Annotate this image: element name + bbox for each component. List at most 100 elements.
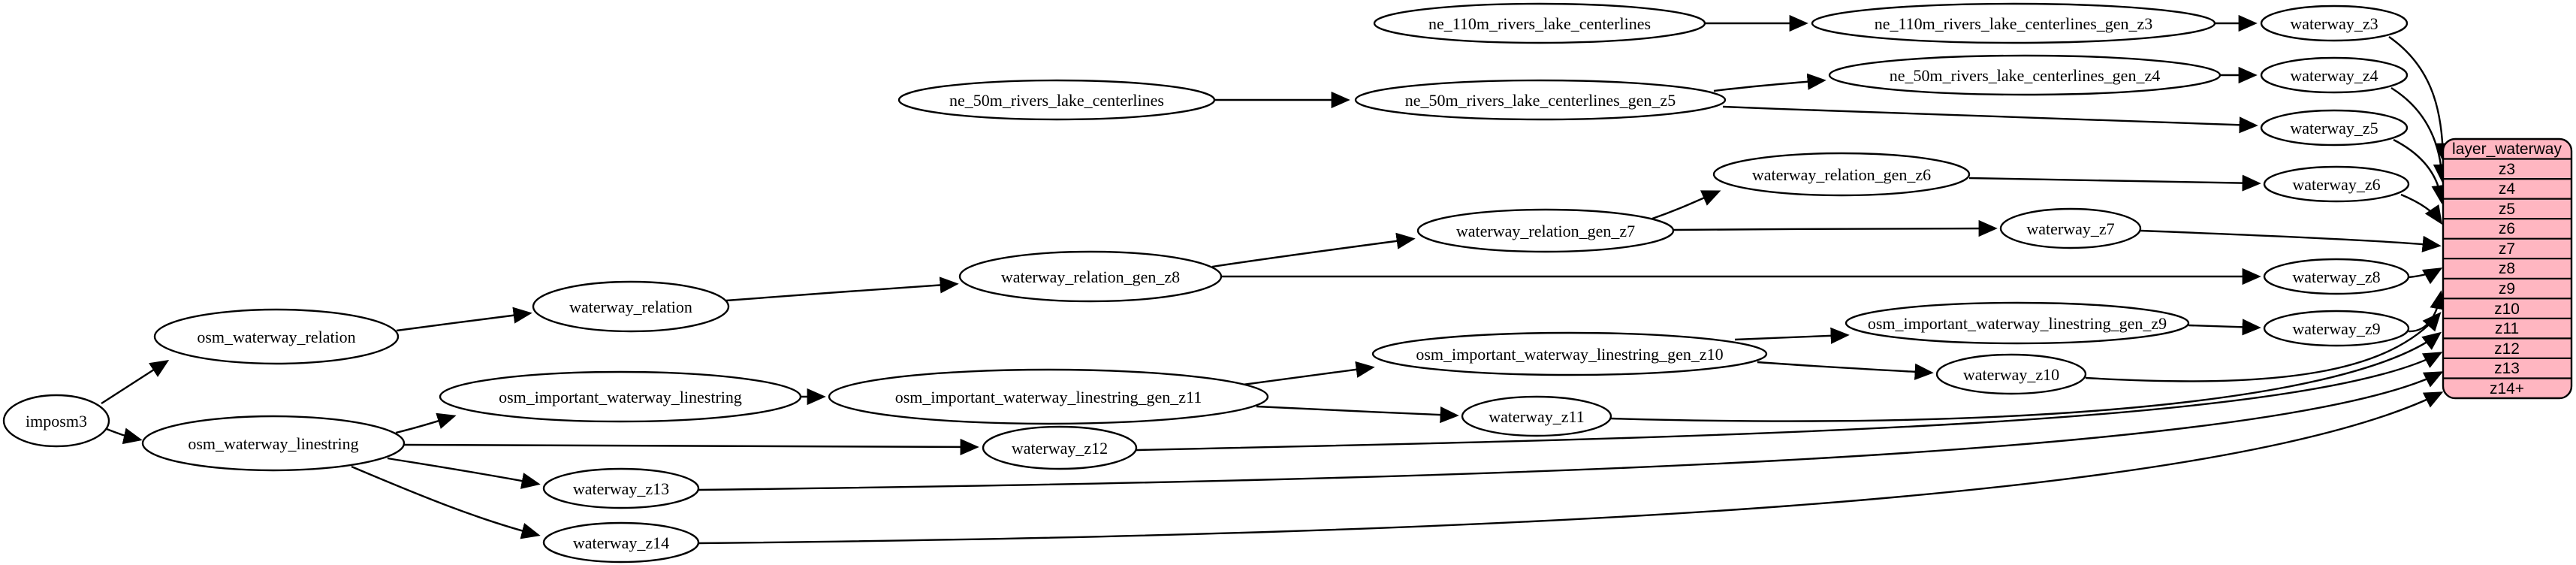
node-osm_waterway_relation-shape [153,308,400,365]
node-osm_important_waterway_linestring_gen_z9-label: osm_important_waterway_linestring_gen_z9 [1868,314,2167,333]
node-waterway_z5: waterway_z5 [2260,109,2409,147]
node-ne_110m_rivers_lake_centerlines_gen_z3: ne_110m_rivers_lake_centerlines_gen_z3 [1811,2,2216,44]
edge-waterway_z12-row_z12 [1136,352,2443,452]
node-waterway_z10-label: waterway_z10 [1963,365,2059,384]
node-waterway_relation_gen_z7-label: waterway_relation_gen_z7 [1456,222,1635,240]
edge-waterway_z10-row_z10 [2085,312,2442,382]
edge-gen_z9-waterway_z9 [2188,319,2261,336]
node-ne_50m_rivers_lake_centerlines_gen_z4: ne_50m_rivers_lake_centerlines_gen_z4 [1828,54,2222,96]
node-waterway_z12-shape [982,425,1138,470]
node-waterway_z12-label: waterway_z12 [1012,439,1108,458]
node-osm_waterway_relation-label: osm_waterway_relation [197,328,355,346]
node-waterway_relation_gen_z8-shape [958,250,1223,303]
node-waterway_z14-label: waterway_z14 [573,533,669,552]
layer-waterway-table: layer_waterway z3 z4 z5 z6 z7 z8 z9 z10 … [2442,137,2573,400]
node-waterway_z11-label: waterway_z11 [1489,407,1584,426]
node-waterway_z8-shape [2263,258,2410,295]
node-waterway_z7-label: waterway_z7 [2026,219,2114,238]
table-row-z13: z13 [2494,360,2520,377]
edge-waterway_z7-row_z7 [2140,229,2442,252]
node-osm_important_waterway_linestring-shape [439,370,802,423]
node-waterway_relation_gen_z6-label: waterway_relation_gen_z6 [1752,165,1931,184]
edge-osm_waterway_relation-waterway_relation [396,307,532,332]
edge-osm_waterway_linestring-osm_important [395,412,457,434]
node-waterway_z7: waterway_z7 [1999,207,2142,249]
node-imposm3-shape [2,394,110,448]
node-ne_50m_rivers_lake_centerlines_gen_z5-shape [1354,79,1727,121]
node-osm_important_waterway_linestring_gen_z10-label: osm_important_waterway_linestring_gen_z1… [1416,345,1723,364]
node-waterway_z13: waterway_z13 [542,467,700,509]
edge-gen_z11-gen_z10 [1242,361,1375,386]
node-osm_important_waterway_linestring_gen_z11-label: osm_important_waterway_linestring_gen_z1… [895,388,1202,406]
edge-waterway_z5-row_z5 [2393,138,2448,204]
node-ne_50m_rivers_lake_centerlines_gen_z4-shape [1828,54,2222,96]
node-osm_important_waterway_linestring_gen_z10-shape [1371,331,1768,376]
node-waterway_z4-label: waterway_z4 [2290,66,2378,85]
node-waterway_relation_gen_z7-shape [1416,208,1675,253]
node-waterway_relation_gen_z8-label: waterway_relation_gen_z8 [1001,267,1180,286]
node-ne_110m_rivers_lake_centerlines_gen_z3-label: ne_110m_rivers_lake_centerlines_gen_z3 [1875,14,2153,33]
edge-waterway_relation-gen_z8 [725,276,959,302]
edge-imposm3-osm_waterway_relation [101,359,170,405]
node-waterway_z14: waterway_z14 [542,521,700,563]
node-osm_important_waterway_linestring_gen_z11-shape [828,368,1269,425]
layer-waterway-table-body [2442,137,2573,400]
node-osm_important_waterway_linestring_gen_z9-shape [1845,301,2190,345]
node-waterway_z12: waterway_z12 [982,425,1138,470]
node-waterway_z6-shape [2263,165,2410,203]
edge-gen_z7-gen_z6 [1651,190,1721,220]
table-row-z12: z12 [2494,340,2520,358]
edge-waterway_z4-row_z4 [2390,86,2450,183]
table-row-z14plus: z14+ [2490,380,2524,397]
node-waterway_relation-shape [532,280,730,333]
node-waterway_relation_gen_z6: waterway_relation_gen_z6 [1712,152,1971,197]
node-waterway_z11-shape [1461,395,1612,437]
node-ne_50m_rivers_lake_centerlines_gen_z5: ne_50m_rivers_lake_centerlines_gen_z5 [1354,79,1727,121]
table-row-z7: z7 [2499,240,2515,258]
node-osm_important_waterway_linestring-label: osm_important_waterway_linestring [499,388,742,406]
node-waterway_z13-label: waterway_z13 [573,479,669,498]
node-waterway_z7-shape [1999,207,2142,249]
table-row-z3: z3 [2499,161,2515,178]
node-imposm3-label: imposm3 [26,412,87,431]
edge-waterway_z14-row_z14 [698,391,2444,545]
edge-gen_z5-gen_z4 [1713,73,1826,92]
node-waterway_z4: waterway_z4 [2260,56,2409,94]
node-osm_waterway_linestring-label: osm_waterway_linestring [188,434,358,453]
node-ne_50m_rivers_lake_centerlines-label: ne_50m_rivers_lake_centerlines [949,91,1164,110]
table-row-z9: z9 [2499,280,2515,298]
edge-osm_waterway_linestring-waterway_z13 [387,457,541,489]
node-waterway_z5-shape [2260,109,2409,147]
node-osm_important_waterway_linestring_gen_z9: osm_important_waterway_linestring_gen_z9 [1845,301,2190,345]
node-waterway_z9-label: waterway_z9 [2292,319,2380,338]
edge-waterway_z13-row_z13 [698,371,2444,491]
node-waterway_z5-label: waterway_z5 [2290,119,2378,137]
node-ne_110m_rivers_lake_centerlines_gen_z3-shape [1811,2,2216,44]
table-row-z5: z5 [2499,201,2515,218]
node-osm_waterway_relation: osm_waterway_relation [153,308,400,365]
edge-waterway_z6-row_z6 [2400,193,2443,225]
node-waterway_relation_gen_z8: waterway_relation_gen_z8 [958,250,1223,303]
node-ne_110m_rivers_lake_centerlines-shape [1373,2,1706,44]
table-row-z8: z8 [2499,260,2515,277]
node-waterway_z9: waterway_z9 [2263,310,2410,347]
node-waterway_z8: waterway_z8 [2263,258,2410,295]
edge-group [101,14,2451,545]
node-osm_important_waterway_linestring_gen_z10: osm_important_waterway_linestring_gen_z1… [1371,331,1768,376]
node-osm_waterway_linestring-shape [141,415,406,472]
edge-waterway_z8-row_z8 [2408,267,2443,285]
node-waterway_z3-label: waterway_z3 [2290,14,2378,33]
edge-gen_z5-waterway_z5 [1722,105,2258,134]
table-row-z6: z6 [2499,220,2515,237]
edge-gen_z7-waterway_z7 [1673,219,1998,237]
edge-osm_waterway_linestring-waterway_z12 [403,438,979,456]
node-waterway_z4-shape [2260,56,2409,94]
node-osm_important_waterway_linestring_gen_z11: osm_important_waterway_linestring_gen_z1… [828,368,1269,425]
node-waterway_z13-shape [542,467,700,509]
node-waterway_z9-shape [2263,310,2410,347]
node-waterway_z11: waterway_z11 [1461,395,1612,437]
node-waterway_relation_gen_z7: waterway_relation_gen_z7 [1416,208,1675,253]
edge-gen_z6-waterway_z6 [1968,174,2261,192]
node-imposm3: imposm3 [2,394,110,448]
